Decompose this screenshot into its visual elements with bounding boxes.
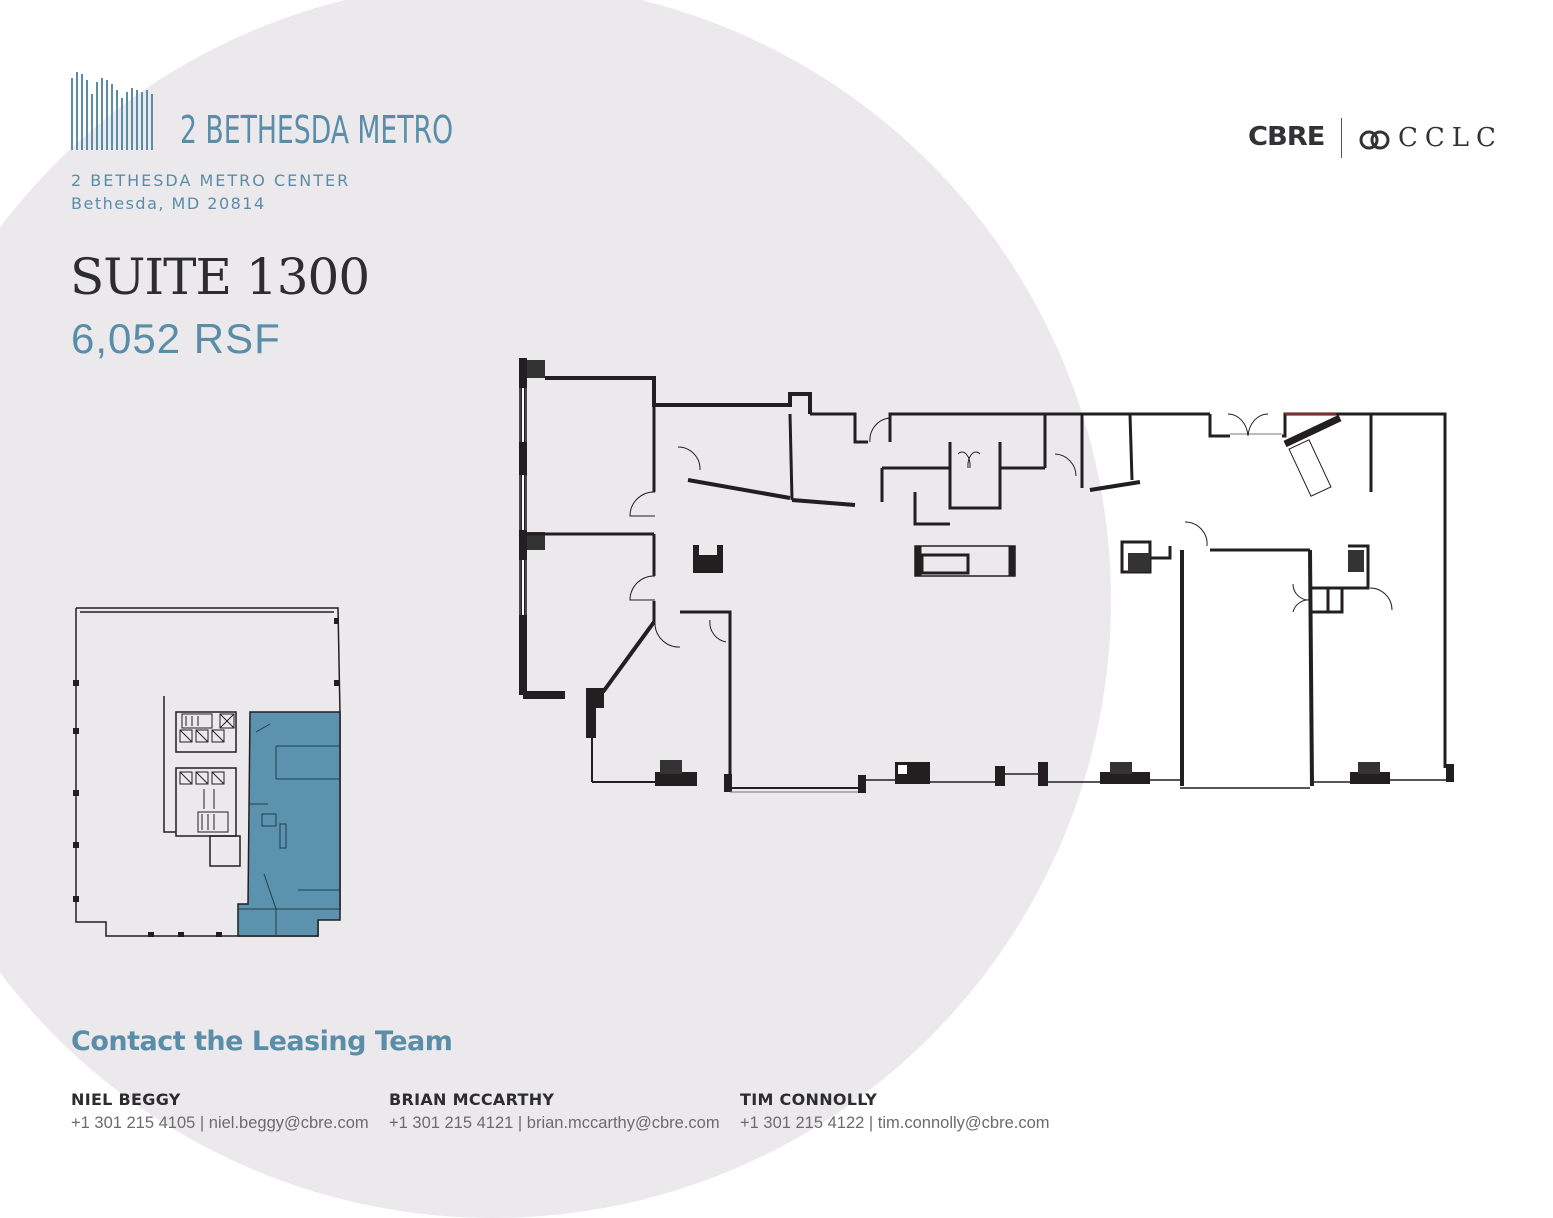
agent-contact-1[interactable]: +1 301 215 4105 | niel.beggy@cbre.com xyxy=(71,1114,369,1132)
suite-title: SUITE 1300 xyxy=(70,248,370,306)
agent-contact-3[interactable]: +1 301 215 4122 | tim.connolly@cbre.com xyxy=(740,1114,1050,1132)
address-line1: 2 BETHESDA METRO CENTER xyxy=(71,171,351,190)
suite-size: 6,052 RSF xyxy=(71,315,281,362)
interlocking-rings-icon xyxy=(1358,129,1392,151)
building-floor-key-plan xyxy=(68,604,348,944)
building-name: 2 BETHESDA METRO xyxy=(180,108,454,152)
suite-1300-floor-plan xyxy=(510,350,1470,800)
building-logo-icon xyxy=(70,70,166,150)
logo-divider xyxy=(1341,118,1342,158)
agent-name-3: TIM CONNOLLY xyxy=(740,1090,878,1109)
agent-name-1: NIEL BEGGY xyxy=(71,1090,181,1109)
agent-contact-2[interactable]: +1 301 215 4121 | brian.mccarthy@cbre.co… xyxy=(389,1114,720,1132)
agent-name-2: BRIAN MCCARTHY xyxy=(389,1090,555,1109)
address-line2: Bethesda, MD 20814 xyxy=(71,194,266,213)
cbre-logo: CBRE xyxy=(1248,122,1325,152)
cclc-logo: CCLC xyxy=(1398,123,1503,153)
background-circle xyxy=(0,0,1111,1218)
contact-section-title: Contact the Leasing Team xyxy=(71,1026,453,1057)
